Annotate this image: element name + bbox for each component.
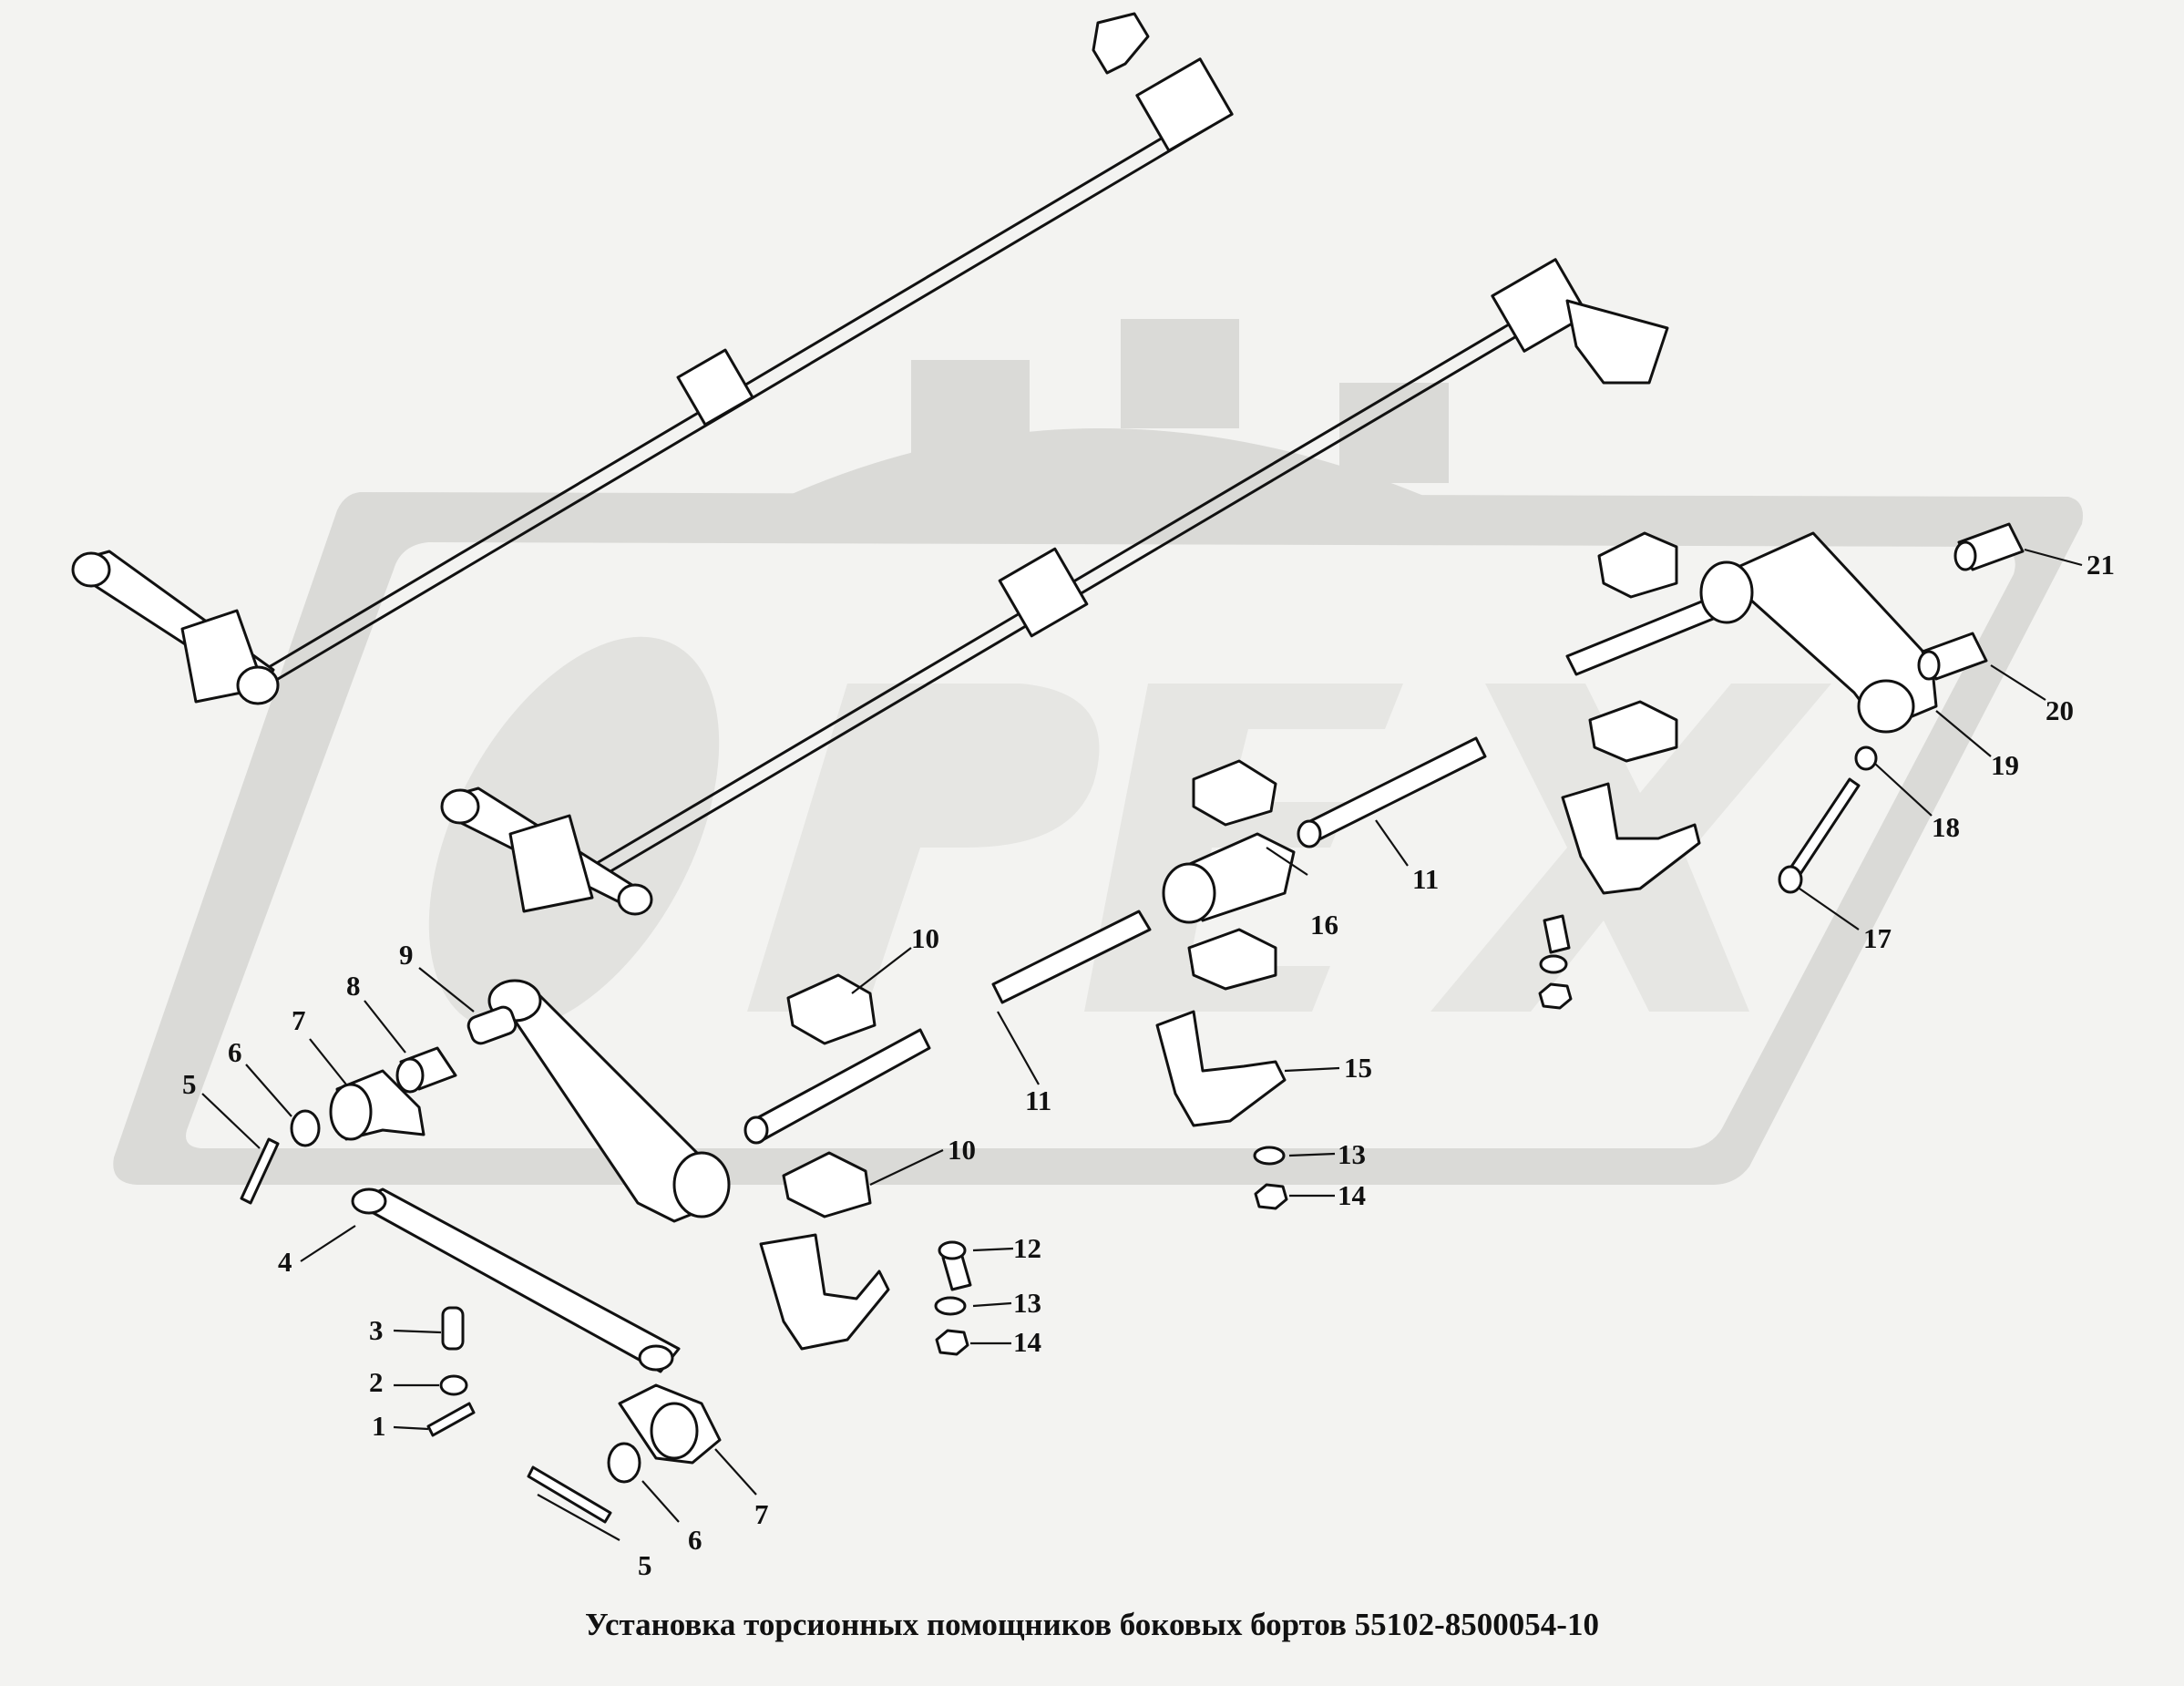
part-6-washer-left xyxy=(290,1109,321,1147)
part-14-nut-a xyxy=(935,1329,969,1356)
part-15-bracket-right xyxy=(1561,782,1701,895)
callout-21: 21 xyxy=(2087,549,2115,581)
watermark-logo xyxy=(113,319,2084,1185)
callout-14a: 14 xyxy=(1013,1326,1041,1358)
part-17-long-bolt xyxy=(1784,777,1861,884)
callout-10a: 10 xyxy=(911,922,939,954)
callout-20: 20 xyxy=(2046,694,2074,726)
callout-4: 4 xyxy=(278,1246,292,1278)
callout-2: 2 xyxy=(369,1366,384,1398)
callout-10b: 10 xyxy=(948,1134,976,1166)
part-11-bar-middle xyxy=(991,910,1152,1004)
part-2-washer xyxy=(439,1374,468,1396)
callout-1: 1 xyxy=(372,1410,386,1442)
part-10-clamp-lower xyxy=(782,1151,872,1218)
watermark-letter-p xyxy=(747,684,1100,1012)
callout-7a: 7 xyxy=(292,1004,306,1036)
part-15-bracket-center xyxy=(1155,1010,1287,1127)
part-14-nut-c xyxy=(1538,982,1573,1010)
part-16-clamp-bottom xyxy=(1187,928,1277,991)
callout-8: 8 xyxy=(346,970,361,1002)
figure-caption: Установка торсионных помощников боковых … xyxy=(585,1607,1599,1642)
callout-9: 9 xyxy=(399,939,414,971)
lower-torsion-assembly xyxy=(440,258,1669,916)
callout-12: 12 xyxy=(1013,1232,1041,1264)
callout-6b: 6 xyxy=(688,1524,702,1556)
callout-labels: 1 2 3 4 5 5 6 6 7 7 8 9 10 10 11 11 12 1… xyxy=(182,549,2115,1581)
part-5-bolt-bottom xyxy=(527,1465,612,1524)
part-11-bar-right xyxy=(1301,736,1487,845)
part-16-clamp-top xyxy=(1192,759,1277,827)
callout-17: 17 xyxy=(1863,922,1892,954)
callout-19: 19 xyxy=(1991,749,2019,781)
callout-14b: 14 xyxy=(1338,1179,1366,1211)
part-clamp-upper-right-bottom xyxy=(1588,700,1678,763)
part-clamp-upper-right-top xyxy=(1597,531,1678,599)
part-5-bolt-left xyxy=(240,1137,280,1205)
part-14-nut-b xyxy=(1254,1183,1288,1210)
leader-lines xyxy=(201,548,2083,1541)
part-11-bar-top xyxy=(1565,595,1724,676)
part-1-cotter-pin xyxy=(426,1402,476,1437)
part-11-bar-left xyxy=(750,1028,931,1143)
part-3-pin xyxy=(441,1306,465,1351)
part-13-washer-a xyxy=(934,1296,967,1316)
part-6-washer-bottom xyxy=(607,1442,641,1484)
exploded-parts xyxy=(240,522,2025,1524)
watermark-gear xyxy=(756,319,1458,510)
callout-18: 18 xyxy=(1932,811,1960,843)
part-4-link xyxy=(354,1187,681,1373)
part-15-bracket-left xyxy=(759,1233,890,1351)
callout-13a: 13 xyxy=(1013,1287,1041,1319)
callout-11a: 11 xyxy=(1025,1085,1051,1116)
callout-11b: 11 xyxy=(1412,863,1439,895)
callout-6a: 6 xyxy=(228,1036,242,1068)
callout-5a: 5 xyxy=(182,1068,197,1100)
part-12-bolt-right xyxy=(1543,914,1571,954)
callout-15: 15 xyxy=(1344,1052,1372,1084)
callout-13b: 13 xyxy=(1338,1138,1366,1170)
callout-5b: 5 xyxy=(638,1549,652,1581)
callout-16: 16 xyxy=(1310,909,1338,941)
upper-torsion-assembly xyxy=(71,12,1234,705)
part-13-washer-c xyxy=(1539,954,1568,974)
part-13-washer-b xyxy=(1253,1146,1286,1166)
part-18-washer xyxy=(1854,745,1878,771)
callout-7b: 7 xyxy=(754,1498,769,1530)
callout-3: 3 xyxy=(369,1314,384,1346)
